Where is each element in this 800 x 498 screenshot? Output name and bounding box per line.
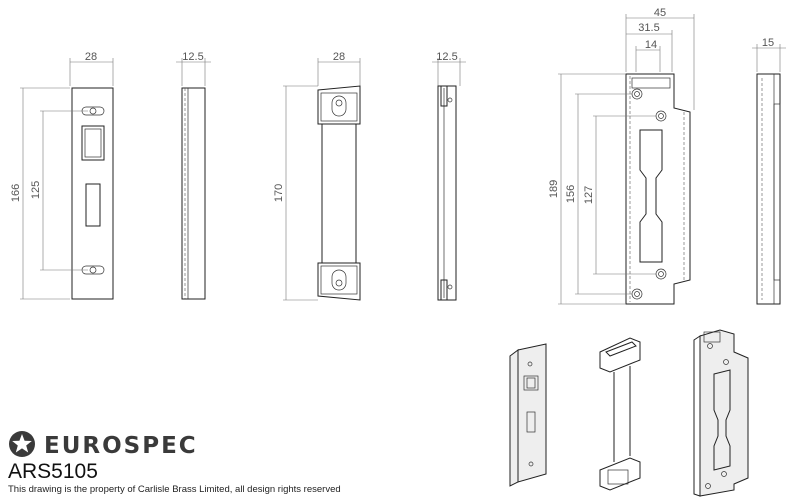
strike-inner-width-label: 31.5 xyxy=(638,22,659,34)
strike-slot-offset-label: 14 xyxy=(645,39,657,51)
box-keep-width-label: 28 xyxy=(333,51,345,63)
strike-inner-hole-centres-label: 127 xyxy=(583,186,595,204)
forend-hole-centres-label: 125 xyxy=(30,181,42,199)
copyright-note: This drawing is the property of Carlisle… xyxy=(8,484,341,495)
forend-height-label: 166 xyxy=(10,184,22,202)
strike-plate-front-view: 45 31.5 14 189 156 127 xyxy=(548,7,695,305)
strike-isometric-view xyxy=(693,329,749,497)
forend-width-label: 28 xyxy=(85,51,97,63)
forend-side-view: 12.5 xyxy=(176,51,211,300)
strike-depth-label: 15 xyxy=(762,37,774,49)
box-keep-thickness-label: 12.5 xyxy=(436,51,457,63)
forend-thickness-label: 12.5 xyxy=(182,51,203,63)
strike-side-view: 15 xyxy=(752,37,786,305)
forend-isometric-view xyxy=(509,343,547,487)
box-keep-front-view: 28 170 xyxy=(273,51,361,301)
strike-overall-width-label: 45 xyxy=(654,7,666,19)
star-badge-icon xyxy=(8,430,36,463)
strike-height-label: 189 xyxy=(548,180,560,198)
box-keep-height-label: 170 xyxy=(273,184,285,202)
product-code: ARS5105 xyxy=(8,460,98,483)
brand-name: EUROSPEC xyxy=(44,433,198,459)
brand-block: EUROSPEC xyxy=(8,430,198,463)
strike-outer-hole-centres-label: 156 xyxy=(565,185,577,203)
box-keep-isometric-view xyxy=(599,337,641,491)
forend-front-view: 28 166 125 xyxy=(10,51,114,300)
box-keep-side-view: 12.5 xyxy=(432,51,466,301)
